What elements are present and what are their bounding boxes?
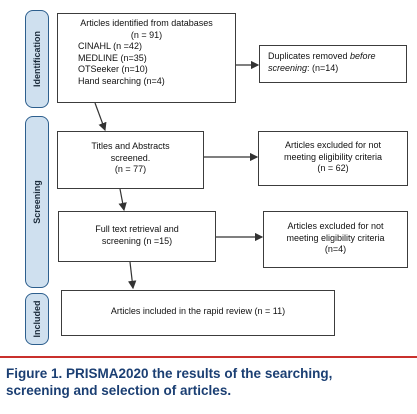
stage-screening: Screening [25, 116, 49, 288]
fulltext-line1: Full text retrieval and [95, 224, 179, 234]
included-box: Articles included in the rapid review (n… [61, 290, 335, 336]
identified-medline: MEDLINE (n=35) [78, 52, 147, 63]
excluded-1-line2: meeting eligibility criteria [283, 151, 383, 162]
stage-identification: Identification [25, 10, 49, 108]
arrow-identified-to-screened [94, 102, 107, 132]
identified-count: (n = 91) [130, 29, 163, 40]
excluded-2-line1: Articles excluded for not [287, 221, 384, 231]
arrow-screened-to-fulltext [118, 188, 127, 212]
fulltext-line2: screening (n =15) [101, 235, 173, 246]
identified-cinahl: CINAHL (n =42) [78, 41, 142, 51]
duplicates-italic: before screening [268, 51, 376, 73]
excluded-2-line2: meeting eligibility criteria [286, 232, 385, 243]
stage-identification-label: Identification [32, 31, 42, 87]
duplicates-suffix: : (n=14) [307, 62, 339, 73]
included-text: Articles included in the rapid review (n… [110, 306, 286, 316]
screened-count: (n = 77) [114, 164, 147, 174]
stage-included-label: Included [32, 300, 42, 338]
arrow-fulltext-to-included [128, 261, 137, 290]
excluded-1-count: (n = 62) [317, 163, 349, 173]
excluded-1-line1: Articles excluded for not [284, 140, 382, 150]
caption-background [0, 358, 417, 414]
screened-box: Titles and Abstracts screened. (n = 77) [57, 131, 204, 189]
identified-otseeker: OTSeeker (n=10) [78, 64, 148, 74]
excluded-2-count: (n=4) [324, 244, 347, 254]
caption-line2: screening and selection of articles. [6, 383, 232, 398]
stage-screening-label: Screening [32, 180, 42, 224]
stage-included: Included [25, 293, 49, 345]
fulltext-box: Full text retrieval and screening (n =15… [58, 211, 216, 262]
excluded-box-2: Articles excluded for not meeting eligib… [263, 211, 408, 268]
identified-box: Articles identified from databases (n = … [57, 13, 236, 103]
excluded-box-1: Articles excluded for not meeting eligib… [258, 131, 408, 186]
identified-title: Articles identified from databases [80, 18, 213, 28]
caption-line1: Figure 1. PRISMA2020 the results of the … [6, 366, 333, 381]
identified-hand: Hand searching (n=4) [78, 75, 165, 86]
screened-line1: Titles and Abstracts [91, 141, 170, 151]
caption-divider [0, 356, 417, 358]
screened-line2: screened. [110, 152, 151, 163]
duplicates-prefix: Duplicates removed [268, 51, 351, 61]
figure-caption: Figure 1. PRISMA2020 the results of the … [6, 365, 411, 399]
duplicates-box: Duplicates removed before screening: (n=… [259, 45, 407, 83]
